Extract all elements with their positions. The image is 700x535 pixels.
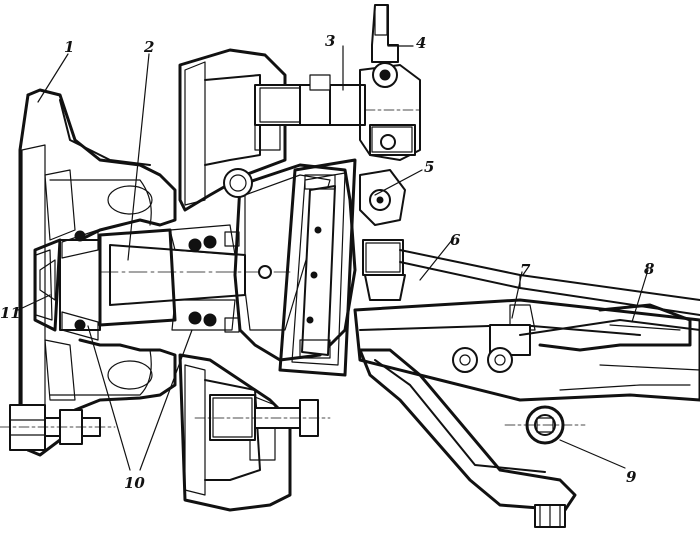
label-part-1: 1: [64, 38, 74, 56]
leader-lines: [17, 45, 649, 471]
brake-housing: [178, 48, 292, 512]
label-part-3: 3: [325, 32, 335, 50]
steering-knuckle: [233, 163, 357, 362]
label-part-4: 4: [416, 34, 426, 52]
lower-arm-and-frame: [353, 298, 700, 402]
hub-housing: [18, 88, 177, 457]
spindle-assembly: [33, 224, 291, 341]
label-part-9: 9: [626, 468, 637, 486]
upper-lever-assembly: [254, 4, 421, 161]
label-part-10: 10: [124, 474, 145, 492]
lower-tie-rod: [358, 348, 586, 528]
lower-stud: [0, 404, 116, 451]
label-part-7: 7: [520, 261, 531, 279]
label-part-5: 5: [424, 158, 434, 176]
label-part-11: 11: [0, 304, 21, 322]
lower-caliper-bolt: [194, 394, 331, 441]
part-labels: 1 2 3 4 5 6 7 8 9 10 11: [0, 32, 655, 492]
label-part-8: 8: [644, 260, 655, 278]
label-part-2: 2: [143, 38, 154, 56]
label-part-6: 6: [450, 231, 461, 249]
kingpin-column: [278, 158, 357, 377]
upper-ball-joint: [359, 169, 406, 301]
